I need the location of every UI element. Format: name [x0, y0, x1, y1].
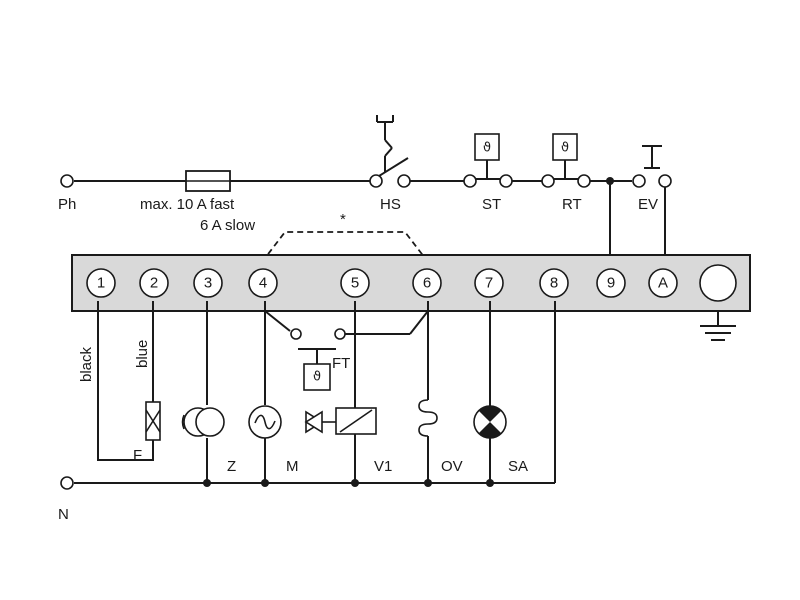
terminal-number: 7 [485, 275, 493, 292]
solenoid-valve-v1 [304, 301, 377, 483]
terminal-number: 9 [607, 275, 615, 292]
terminal-number: 8 [550, 275, 558, 292]
fuse [185, 170, 231, 192]
fuse-rating-label: max. 10 A fast [140, 196, 235, 213]
terminal-number: 5 [351, 275, 359, 292]
f-label: F [133, 447, 142, 464]
oil-preheater-ov [418, 301, 438, 483]
thermometer-icon: ϑ [561, 141, 569, 156]
hs-label: HS [380, 196, 401, 213]
earth-terminal [699, 264, 737, 302]
terminal-circle [648, 268, 678, 298]
st-label: ST [482, 196, 501, 213]
black-wire-label: black [78, 346, 95, 382]
blue-wire-label: blue [134, 340, 151, 368]
dashed-mark: * [340, 211, 346, 228]
ft-label: FT [332, 355, 350, 372]
safety-thermostat-st: ϑ [463, 133, 513, 188]
terminal-circles: 1 2 3 4 5 6 7 8 9 A [86, 268, 678, 298]
z-label: Z [227, 458, 236, 475]
neutral-label: N [58, 506, 69, 523]
motor-m [248, 301, 282, 483]
rt-label: RT [562, 196, 582, 213]
fuse-slow-label: 6 A slow [200, 217, 255, 234]
terminal-circle [596, 268, 626, 298]
m-label: M [286, 458, 299, 475]
reset-button-ev [632, 145, 672, 262]
ground-icon [700, 311, 736, 341]
terminal-number: 2 [150, 275, 158, 292]
ov-label: OV [441, 458, 463, 475]
ev-label: EV [638, 196, 658, 213]
v1-label: V1 [374, 458, 392, 475]
terminal-circle [139, 268, 169, 298]
phase-supply-line [60, 174, 632, 262]
terminal-number: 3 [204, 275, 212, 292]
terminal-circle [86, 268, 116, 298]
terminal-number: A [658, 275, 668, 292]
neutral-line [60, 476, 555, 490]
terminal-circle [474, 268, 504, 298]
phase-terminal [60, 174, 74, 188]
main-switch-hs [369, 115, 411, 188]
flame-sensor-f [97, 301, 161, 461]
phase-label: Ph [58, 196, 76, 213]
terminal-circle [248, 268, 278, 298]
terminal-number: 6 [423, 275, 431, 292]
thermometer-icon: ϑ [483, 141, 491, 156]
neutral-terminal [60, 476, 74, 490]
alarm-lamp-sa [473, 301, 507, 483]
ignition-transformer-z [181, 301, 225, 483]
terminal-number: 1 [97, 275, 105, 292]
terminal-strip [71, 254, 751, 312]
terminal-circle [340, 268, 370, 298]
room-thermostat-rt: ϑ [541, 133, 591, 188]
terminal-circle [539, 268, 569, 298]
flame-thermostat-ft: ϑ [264, 310, 429, 391]
terminal-number: 4 [259, 275, 267, 292]
sa-label: SA [508, 458, 528, 475]
thermometer-icon: ϑ [313, 370, 321, 385]
terminal-circle [412, 268, 442, 298]
terminal-circle [193, 268, 223, 298]
